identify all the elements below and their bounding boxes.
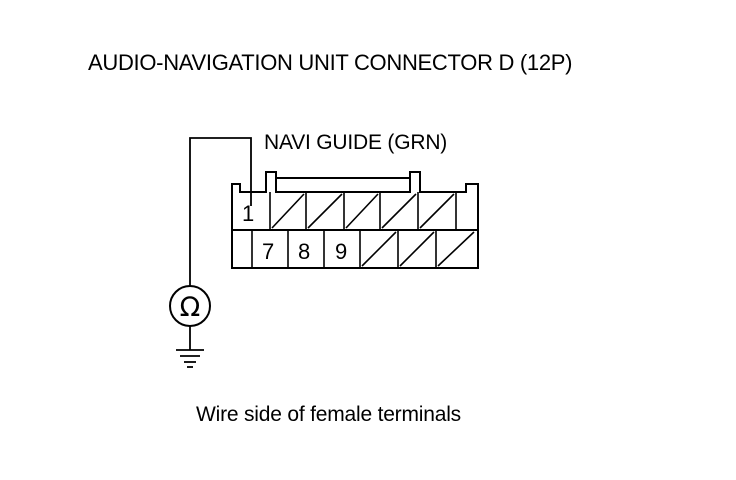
pin-number-7: 7 [262, 239, 274, 264]
ground-icon [176, 326, 204, 368]
pin-cell-grid [251, 192, 457, 268]
wire-label: NAVI GUIDE (GRN) [264, 131, 448, 154]
view-note: Wire side of female terminals [196, 403, 461, 426]
unused-terminal-2 [271, 193, 305, 229]
unused-terminal-6 [419, 193, 455, 229]
unused-terminals [271, 193, 475, 267]
ohmmeter-icon: Ω [169, 285, 211, 327]
unused-terminal-10 [361, 231, 397, 267]
pin-number-9: 9 [335, 239, 347, 264]
unused-terminal-12 [437, 231, 475, 267]
pin-number-8: 8 [298, 239, 310, 264]
pin-number-1: 1 [242, 201, 254, 226]
connector-housing [231, 171, 479, 269]
unused-terminal-11 [399, 231, 435, 267]
test-lead-wire [189, 137, 252, 286]
unused-terminal-3 [307, 193, 343, 229]
unused-terminal-5 [381, 193, 417, 229]
diagram-title: AUDIO-NAVIGATION UNIT CONNECTOR D (12P) [88, 50, 573, 75]
ohm-symbol: Ω [180, 292, 201, 323]
unused-terminal-4 [345, 193, 379, 229]
